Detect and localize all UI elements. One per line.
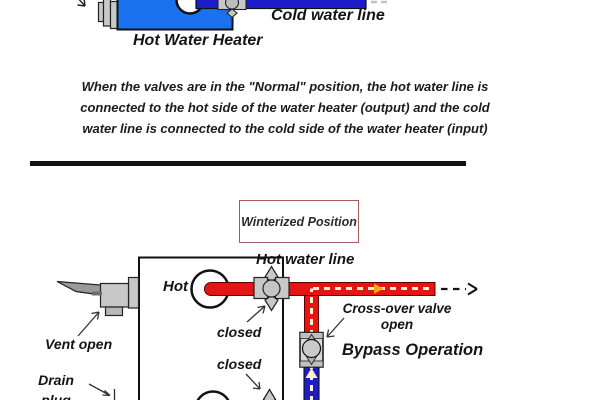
closed-label-1: closed [217, 324, 262, 340]
flow-arrow-right-icon [374, 283, 384, 294]
description-line-2: connected to the hot side of the water h… [80, 100, 490, 115]
crossover-line-1: Cross-over valve [342, 301, 452, 316]
cold-valve [217, 0, 247, 19]
closed2-arrow-icon [245, 373, 261, 390]
drain-plug-line-1: Drain plug [38, 372, 74, 400]
closed1-arrow-icon [246, 305, 266, 323]
cold-water-pipe [195, 0, 367, 10]
vent-fitting-top [97, 0, 119, 30]
drain-plug-label: Drain plug removed [23, 371, 89, 400]
crossover-line-2: open [380, 316, 414, 332]
hot-valve [253, 265, 290, 312]
cold-water-line-label: Cold water line [271, 7, 385, 24]
bottom-heater-diagram [56, 256, 478, 400]
crossover-valve [299, 331, 324, 368]
flow-arrow-up-icon [305, 368, 318, 378]
winterized-position-box: Winterized Position [239, 200, 359, 243]
arrow-icon [77, 0, 86, 7]
hot-port-label: Hot [163, 278, 188, 295]
vent-assembly [56, 276, 140, 317]
top-heater-diagram [77, 0, 389, 31]
description-line-3: water line is connected to the cold side… [82, 121, 488, 136]
closed-label-2: closed [217, 356, 262, 372]
winterized-position-label: Winterized Position [241, 214, 357, 229]
leader-arrows [77, 305, 345, 400]
cold-port-circle-bottom [196, 390, 230, 400]
dashed-flow-arrow-icon [441, 282, 478, 296]
hot-water-heater-label: Hot Water Heater [133, 32, 263, 49]
hot-water-line-label: Hot water line [256, 251, 355, 268]
crossover-valve-label: Cross-over valve open [341, 301, 453, 332]
section-divider [30, 161, 466, 166]
normal-position-description: When the valves are in the "Normal" posi… [55, 76, 515, 139]
vent-arrow-icon [77, 311, 100, 337]
cold-valve-spindle [262, 388, 277, 400]
description-line-1: When the valves are in the "Normal" posi… [81, 79, 489, 94]
drain-arrow-icon [88, 383, 116, 400]
vent-open-label: Vent open [45, 336, 113, 352]
crossover-arrow-icon [326, 317, 345, 338]
bypass-operation-label: Bypass Operation [342, 341, 484, 359]
hot-water-pipe [204, 282, 436, 296]
